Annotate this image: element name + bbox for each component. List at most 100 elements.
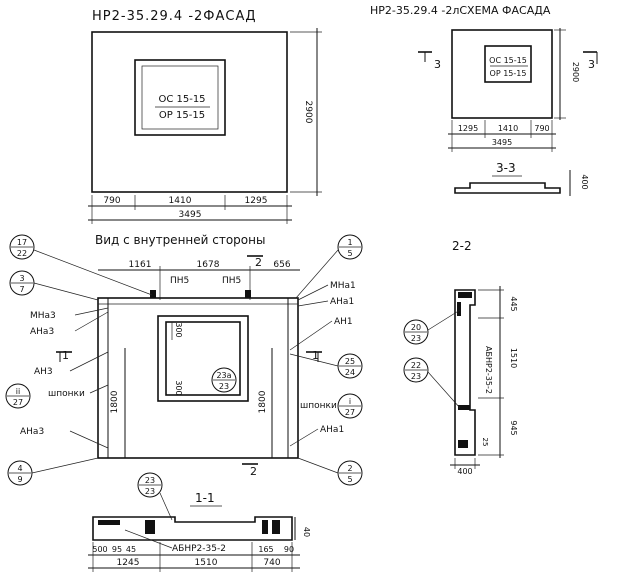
scheme-window xyxy=(484,45,532,83)
label-shponki-left: шпонки xyxy=(48,389,85,399)
label-mna1: МНа1 xyxy=(330,281,356,291)
dim-95: 95 xyxy=(112,545,122,554)
callout-1-5: 1 5 xyxy=(295,234,363,299)
section-1-1-drawing: 1-1 23 23 40 АБНР2-35-2 500 95 45 165 90… xyxy=(88,472,311,572)
section-1-1-profile xyxy=(92,516,293,541)
facade-dim-total: 3495 xyxy=(179,210,202,220)
section-1-1-dim-40: 40 xyxy=(302,527,311,537)
dim-740: 740 xyxy=(263,558,280,568)
scheme-section-dim: 400 xyxy=(580,174,589,189)
svg-text:23: 23 xyxy=(145,476,155,485)
scheme-window-label-bottom: ОР 15-15 xyxy=(490,69,527,78)
svg-text:4: 4 xyxy=(17,464,22,473)
svg-text:27: 27 xyxy=(13,398,23,407)
facade-dim-seg-2: 1410 xyxy=(169,196,192,206)
svg-text:22: 22 xyxy=(17,249,27,258)
section-2-2-callout-a: 20 23 xyxy=(403,309,461,345)
svg-text:1: 1 xyxy=(347,238,352,247)
svg-text:5: 5 xyxy=(347,475,352,484)
label-ana3-top: АНа3 xyxy=(30,327,54,337)
callout-4-9: 4 9 xyxy=(7,457,99,486)
section-1-1-title: 1-1 xyxy=(195,491,215,505)
dim-165: 165 xyxy=(258,545,273,554)
svg-text:20: 20 xyxy=(411,323,421,332)
dim-25: 25 xyxy=(481,438,489,447)
facade-panel xyxy=(91,31,288,193)
inner-window xyxy=(157,315,249,402)
svg-text:23: 23 xyxy=(411,372,421,381)
facade-window-label-top: ОС 15-15 xyxy=(158,94,205,105)
section-1-1-callout: 23 23 xyxy=(137,472,173,521)
svg-text:7: 7 xyxy=(19,285,24,294)
svg-text:23а: 23а xyxy=(216,371,231,380)
scheme-section-profile xyxy=(454,182,561,194)
scheme-section-left: 3 xyxy=(434,58,441,71)
pn-label-right: ПН5 xyxy=(222,276,241,286)
dim-945: 945 xyxy=(509,420,518,435)
section-2-2-title: 2-2 xyxy=(452,239,472,253)
scheme-dim-seg-3: 790 xyxy=(534,124,549,133)
section-2-2-label: АБНР2-35-2 xyxy=(484,346,493,394)
svg-text:5: 5 xyxy=(347,249,352,258)
facade-dim-height: 2900 xyxy=(303,101,313,124)
facade-drawing: НР2-35.29.4 -2ФАСАД ОС 15-15 ОР 15-15 29… xyxy=(88,9,322,224)
callout-3-7: 3 7 xyxy=(9,270,99,301)
inner-panel xyxy=(97,297,299,459)
section-marker-top: 2 xyxy=(255,256,262,269)
inner-view-title: Вид с внутренней стороны xyxy=(95,233,265,247)
facade-dim-seg-3: 1295 xyxy=(245,196,268,206)
label-ana1-top: АНа1 xyxy=(330,297,354,307)
callout-25-24: 25 24 xyxy=(289,353,363,379)
label-ana3-bottom: АНа3 xyxy=(20,427,44,437)
inner-dim-top-2: 1678 xyxy=(197,260,220,270)
svg-text:2: 2 xyxy=(347,464,352,473)
scheme-dim-total: 3495 xyxy=(492,138,512,147)
dim-45: 45 xyxy=(126,545,136,554)
callout-2-5: 2 5 xyxy=(297,457,363,486)
inner-dim-right-height: 1800 xyxy=(258,390,268,413)
svg-text:ii: ii xyxy=(16,387,20,396)
dim-90: 90 xyxy=(284,545,294,554)
svg-text:27: 27 xyxy=(345,408,355,417)
inner-dim-top-3: 656 xyxy=(273,260,290,270)
section-1-1-label: АБНР2-35-2 xyxy=(172,544,226,554)
svg-text:23: 23 xyxy=(219,382,229,391)
label-ana1-bottom: АНа1 xyxy=(320,425,344,435)
window-offset-bottom: 300 xyxy=(174,380,183,395)
scheme-section-title: 3-3 xyxy=(496,161,516,175)
section-2-2-callout-b: 22 23 xyxy=(403,357,461,409)
inner-dim-top-1: 1161 xyxy=(129,260,152,270)
window-offset-top: 300 xyxy=(174,322,183,337)
svg-text:23: 23 xyxy=(411,334,421,343)
section-marker-bottom: 2 xyxy=(250,465,257,478)
svg-text:25: 25 xyxy=(345,357,355,366)
svg-text:9: 9 xyxy=(17,475,22,484)
dim-1245: 1245 xyxy=(117,558,140,568)
svg-text:3: 3 xyxy=(19,274,24,283)
scheme-title: НР2-35.29.4 -2лСХЕМА ФАСАДА xyxy=(370,4,551,17)
scheme-dim-seg-1: 1295 xyxy=(458,124,478,133)
svg-text:23: 23 xyxy=(145,487,155,496)
dim-400-bottom: 400 xyxy=(457,467,472,476)
inner-dim-left-height: 1800 xyxy=(110,390,120,413)
facade-window-label-bottom: ОР 15-15 xyxy=(159,110,205,121)
dim-500: 500 xyxy=(92,545,107,554)
section-2-2-drawing: 2-2 АБНР2-35-2 20 23 22 23 445 1510 945 … xyxy=(403,239,518,476)
facade-dim-seg-1: 790 xyxy=(103,196,120,206)
svg-text:i: i xyxy=(349,397,351,406)
pn-label-left: ПН5 xyxy=(170,276,189,286)
callout-i-27: i 27 xyxy=(337,393,363,419)
svg-text:17: 17 xyxy=(17,238,27,247)
callout-ii-27: ii 27 xyxy=(5,383,31,409)
facade-window xyxy=(134,59,226,136)
label-shponki-right: шпонки xyxy=(300,401,337,411)
scheme-panel xyxy=(451,29,553,119)
section-marker-right: 1 xyxy=(312,349,319,362)
label-an3: АН3 xyxy=(34,367,53,377)
callout-23a-23: 23а 23 xyxy=(211,367,237,393)
inner-view-drawing: Вид с внутренней стороны 1161 1678 656 П… xyxy=(5,233,363,486)
facade-title: НР2-35.29.4 -2ФАСАД xyxy=(92,9,257,24)
dim-1510: 1510 xyxy=(195,558,218,568)
svg-text:24: 24 xyxy=(345,368,355,377)
